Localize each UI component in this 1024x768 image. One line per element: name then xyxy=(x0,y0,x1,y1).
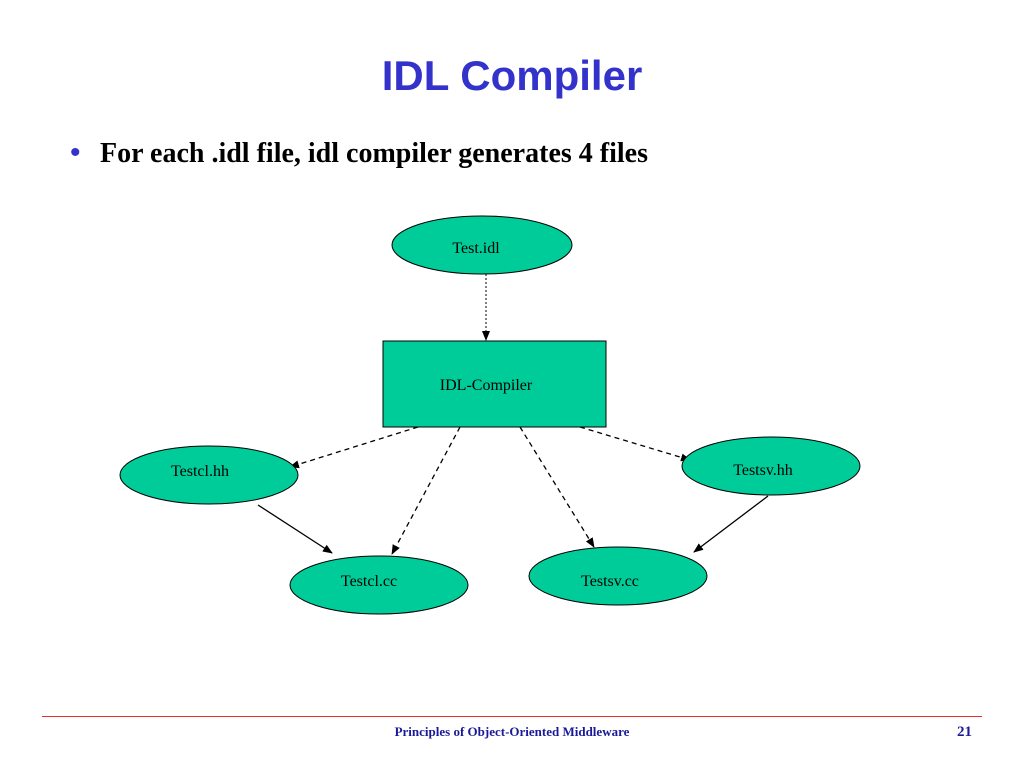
edge-testsv-hh-to-testsv-cc xyxy=(693,495,769,553)
node-label: Testsv.hh xyxy=(733,462,793,479)
bullet-dot-icon: • xyxy=(70,136,81,169)
node-testsv-cc: Testsv.cc xyxy=(528,546,708,606)
node-testcl-hh: Testcl.hh xyxy=(119,445,299,505)
node-label: Testcl.hh xyxy=(171,463,229,480)
edge-compiler-to-testcl-cc xyxy=(391,426,461,555)
node-label: Test.idl xyxy=(452,240,500,257)
node-label: IDL-Compiler xyxy=(440,377,533,394)
node-shape xyxy=(119,445,299,505)
node-shape xyxy=(382,340,607,428)
node-label: Testsv.cc xyxy=(581,573,639,590)
edge-testcl-hh-to-testcl-cc xyxy=(257,504,333,554)
node-testsv-hh: Testsv.hh xyxy=(681,436,861,496)
node-label: Testcl.cc xyxy=(341,573,397,590)
node-idl-compiler: IDL-Compiler xyxy=(382,340,607,428)
edge-compiler-to-testcl-hh xyxy=(289,426,419,469)
node-shape xyxy=(289,555,469,615)
node-shape xyxy=(528,546,708,606)
node-testcl-cc: Testcl.cc xyxy=(289,555,469,615)
footer-divider xyxy=(42,716,982,717)
bullet-text: For each .idl file, idl compiler generat… xyxy=(100,138,648,169)
footer-caption: Principles of Object-Oriented Middleware xyxy=(394,724,630,739)
node-test-idl: Test.idl xyxy=(391,215,573,275)
edge-compiler-to-testsv-cc xyxy=(519,426,595,548)
page-number: 21 xyxy=(957,724,972,740)
node-shape xyxy=(391,215,573,275)
bullet-item: • For each .idl file, idl compiler gener… xyxy=(70,136,648,172)
node-shape xyxy=(681,436,861,496)
slide-title: IDL Compiler xyxy=(381,52,643,99)
edge-compiler-to-testsv-hh xyxy=(579,426,691,462)
